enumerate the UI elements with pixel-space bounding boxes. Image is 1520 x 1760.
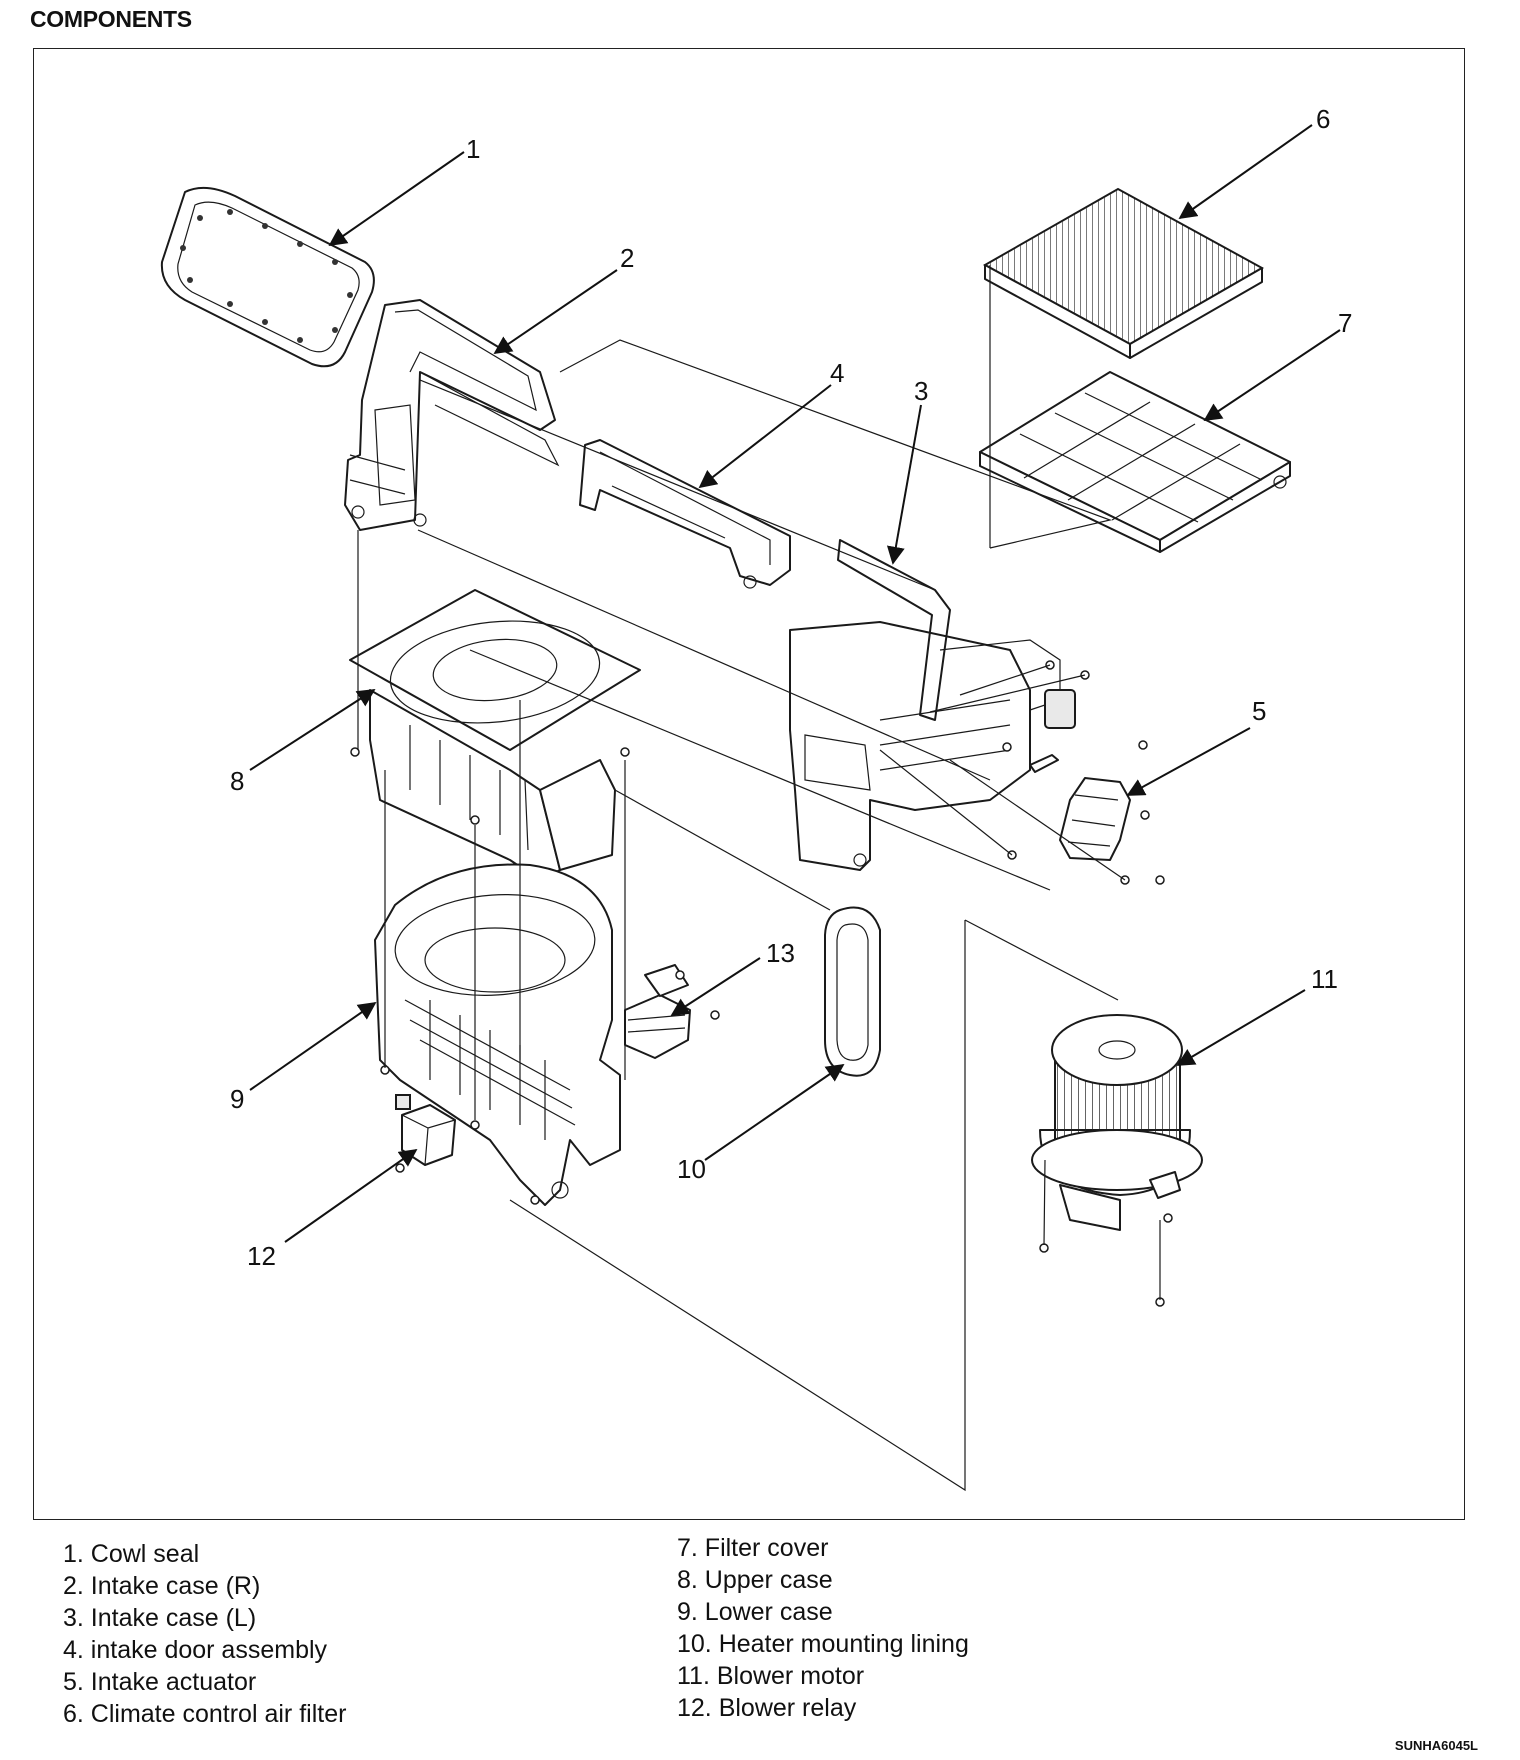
callout-8: 8 [230,766,244,796]
cowl-seal [160,186,375,368]
legend-item: 1. Cowl seal [63,1540,200,1568]
legend-left: 1. Cowl seal 2. Intake case (R) 3. Intak… [63,1538,346,1730]
intake-actuator [1029,754,1131,861]
intake-case-l [789,539,1076,871]
callout-arrows [249,124,1341,1243]
upper-case [349,589,641,881]
filter-cover [979,371,1291,553]
legend-item: 12. Blower relay [677,1694,857,1722]
intake-door-assembly [579,439,791,589]
legend-right: 7. Filter cover 8. Upper case 9. Lower c… [677,1532,969,1724]
callout-12: 12 [247,1241,276,1271]
page-title: COMPONENTS [30,6,192,32]
callout-2: 2 [620,243,634,273]
legend-item: 2. Intake case (R) [63,1572,261,1600]
legend-item: 11. Blower motor [677,1662,865,1690]
legend-item: 4. intake door assembly [63,1636,328,1664]
lower-case [374,863,621,1206]
callout-1: 1 [466,134,480,164]
legend-item: 6. Climate control air filter [63,1700,347,1728]
assembly-lines [357,265,1161,1492]
callout-numbers: 1 2 3 4 5 6 7 8 9 10 11 12 13 [230,104,1352,1271]
callout-9: 9 [230,1084,244,1114]
climate-control-air-filter [982,187,1265,359]
diagram-frame [33,48,1465,1520]
fastener-screws [350,660,1173,1307]
blower-motor [1031,1014,1203,1231]
callout-3: 3 [914,376,928,406]
callout-11: 11 [1311,964,1338,994]
callout-7: 7 [1338,308,1352,338]
legend-item: 8. Upper case [677,1566,833,1594]
figure-code: SUNHA6045L [1394,1738,1478,1753]
callout-5: 5 [1252,696,1266,726]
legend-item: 3. Intake case (L) [63,1604,257,1632]
legend-item: 7. Filter cover [677,1534,829,1562]
legend-item: 9. Lower case [677,1598,833,1626]
legend-item: 10. Heater mounting lining [677,1630,969,1658]
legend-item: 5. Intake actuator [63,1668,257,1696]
intake-case-r [344,299,560,531]
callout-13: 13 [766,938,795,968]
callout-4: 4 [830,358,844,388]
callout-10: 10 [677,1154,706,1184]
heater-mounting-lining [824,906,881,1077]
callout-6: 6 [1316,104,1330,134]
